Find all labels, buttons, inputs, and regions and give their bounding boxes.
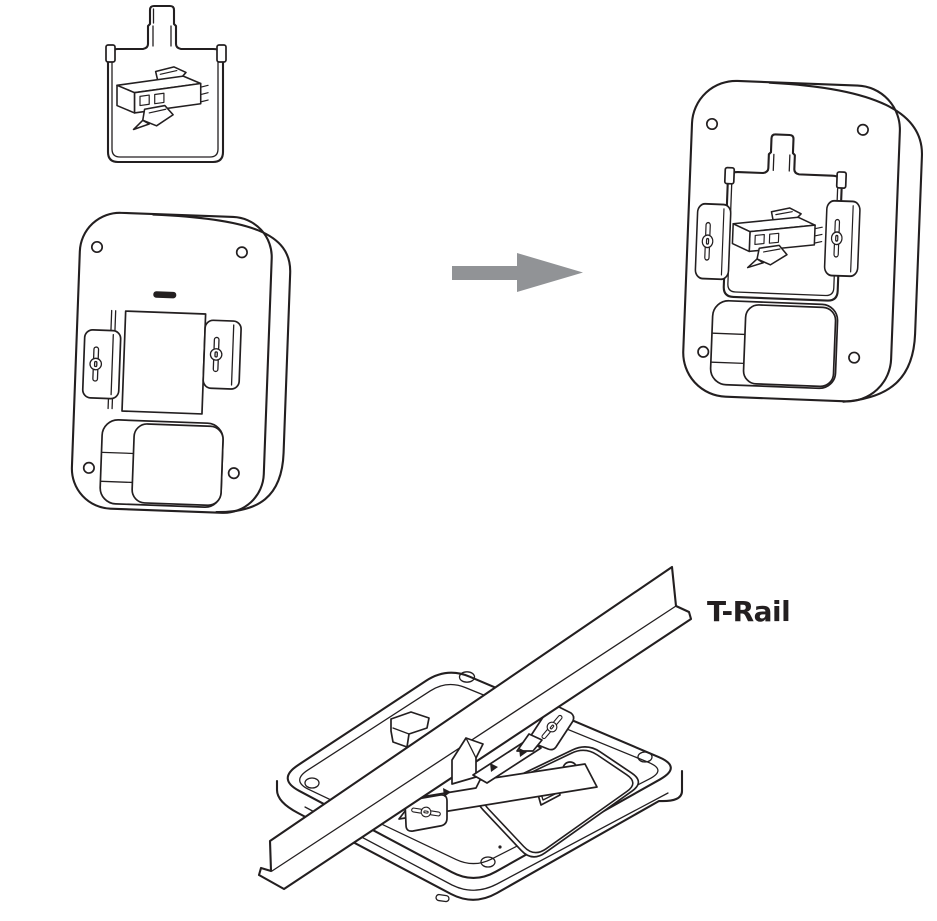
keyhole-tab-right: [203, 320, 241, 389]
security-slot: [435, 893, 450, 903]
screw-holes: [82, 240, 248, 480]
screw-holes: [304, 671, 653, 868]
screw-holes: [697, 117, 869, 364]
bracket-ear-left: [723, 166, 736, 185]
ap-rear-figure: [70, 211, 292, 514]
ap-with-bracket-figure: [682, 79, 923, 403]
cable-compartment: [709, 299, 839, 390]
ap-on-rail-figure: T-Rail: [257, 565, 791, 903]
t-rail-bracket-figure: [105, 4, 227, 164]
keyhole-tab-left: [695, 204, 731, 280]
bracket-top-tab: [390, 711, 430, 748]
bracket-ear-right: [835, 171, 848, 189]
t-rail-bar: [257, 565, 693, 891]
arrow-icon: [452, 253, 583, 292]
t-rail-label: T-Rail: [707, 595, 790, 628]
bracket-ear-right: [216, 44, 227, 63]
keyhole-tab-left: [82, 330, 120, 399]
rail-clip: [443, 733, 543, 797]
bracket-ear-left: [105, 44, 116, 63]
keyhole-tab-right: [824, 200, 860, 276]
vent-slot: [153, 291, 177, 299]
transition-arrow: [452, 253, 583, 292]
cable-compartment: [99, 419, 224, 508]
